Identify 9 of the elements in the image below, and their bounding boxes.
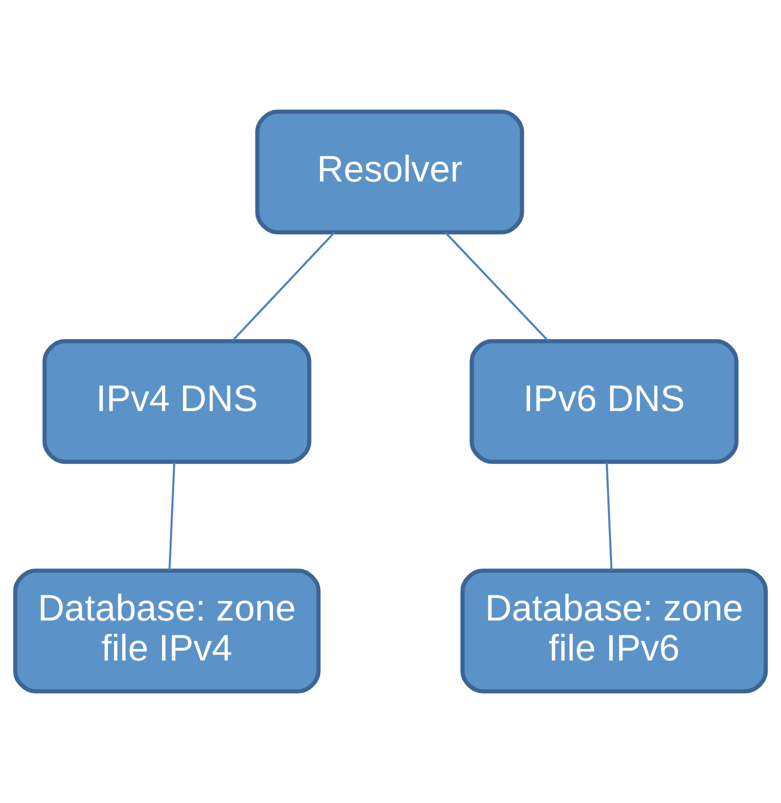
node-box: Database: zone file IPv4 [13,568,321,694]
connector [168,462,176,570]
connector [606,462,612,570]
node-box: Resolver [255,110,524,234]
connector [232,232,336,342]
connector [444,232,549,342]
node-box: IPv6 DNS [470,339,738,464]
node-box: IPv4 DNS [42,339,312,464]
node-box: Database: zone file IPv6 [460,568,768,694]
